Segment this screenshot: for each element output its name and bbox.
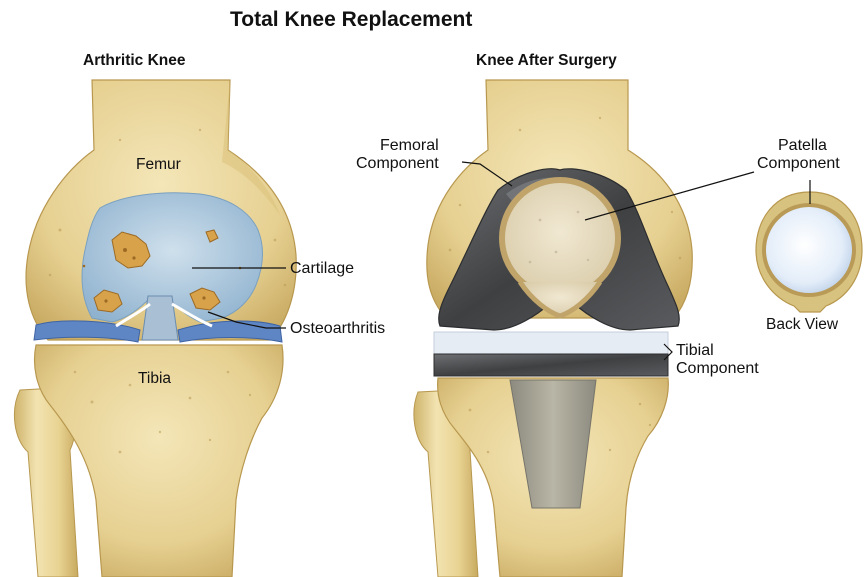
label-cartilage: Cartilage	[290, 260, 354, 278]
label-patella-line1: Patella	[778, 137, 827, 155]
label-femoral-line1: Femoral	[380, 137, 439, 155]
tibial-spacer	[434, 332, 668, 354]
left-panel-heading: Arthritic Knee	[83, 52, 186, 69]
label-femoral-line2: Component	[356, 155, 439, 173]
patella-front	[502, 180, 618, 296]
tibial-tray	[434, 354, 668, 376]
label-tibia: Tibia	[138, 370, 171, 387]
label-osteoarthritis: Osteoarthritis	[290, 320, 385, 338]
arthritic-knee	[14, 80, 296, 577]
label-femur: Femur	[136, 156, 181, 173]
label-tibial-line1: Tibial	[676, 342, 714, 360]
label-tibial-line2: Component	[676, 360, 759, 378]
right-panel-heading: Knee After Surgery	[476, 52, 617, 69]
patella-back-view	[756, 192, 862, 312]
replaced-knee	[414, 80, 692, 577]
diagram-title: Total Knee Replacement	[230, 8, 472, 31]
label-back-view: Back View	[766, 316, 838, 333]
label-patella-line2: Component	[757, 155, 840, 173]
